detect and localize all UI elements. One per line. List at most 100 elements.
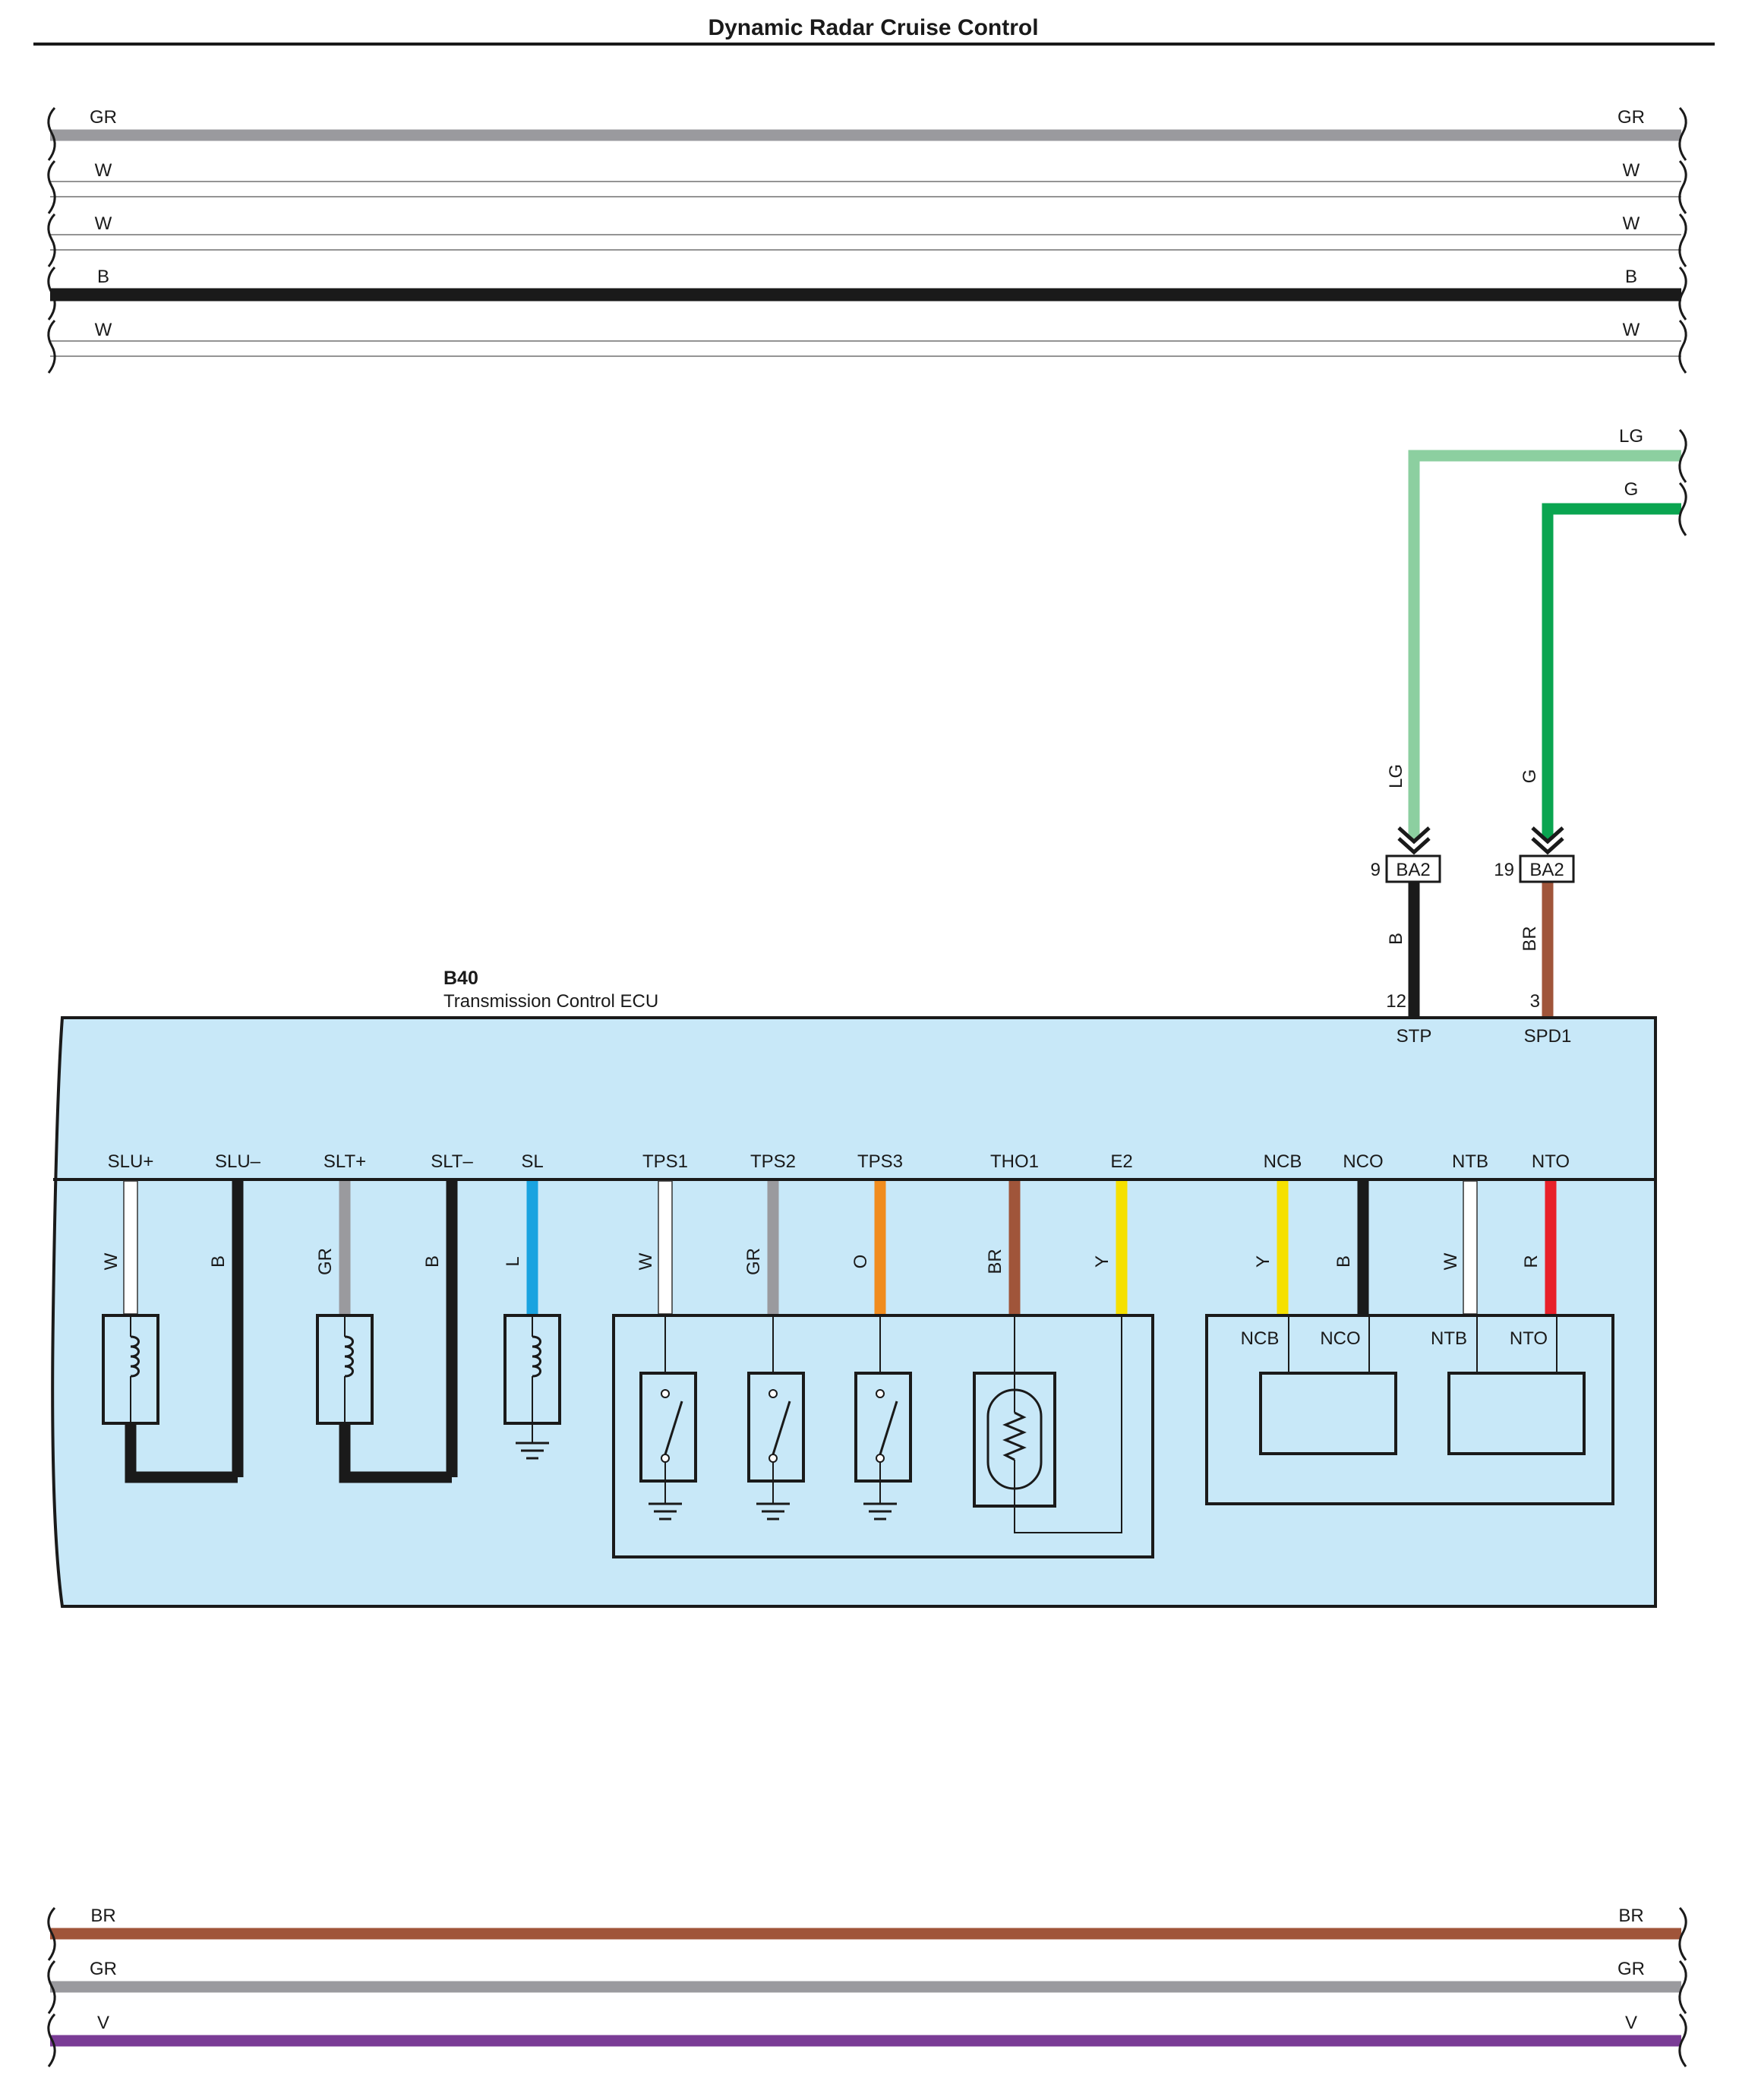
- top-wire-4-label-right: W: [1623, 320, 1640, 340]
- bottom-wire-2-label-left: V: [97, 2013, 109, 2033]
- thermistor-e2-return: [1014, 1315, 1122, 1533]
- solenoid-slu: [102, 1314, 238, 1483]
- solenoid-sl-ground-icon: [516, 1442, 549, 1460]
- wire-lg-label-vertical: LG: [1386, 764, 1406, 788]
- sensor-label-nto: NTO: [1510, 1328, 1548, 1349]
- top-break-left-2: [47, 213, 56, 267]
- wire-tho1-color: BR: [985, 1249, 1005, 1274]
- bottom-wire-2-label-right: V: [1625, 2013, 1637, 2033]
- solenoid-slt-return: [339, 1423, 452, 1483]
- top-wire-3-label-left: B: [97, 267, 109, 287]
- connector-ba2-9-pin: 9: [1371, 860, 1381, 880]
- switch-tps1: [639, 1315, 697, 1521]
- sensor-label-nco: NCO: [1320, 1328, 1360, 1349]
- wire-g-route: [1542, 503, 1681, 839]
- ecu-code: B40: [443, 968, 478, 989]
- connector-ba2-19-box: [1519, 854, 1575, 883]
- wire-tps1-color: W: [636, 1252, 656, 1270]
- wire-spd1-color-label: BR: [1520, 926, 1540, 951]
- bottom-wire-2: V V: [50, 2013, 1681, 2047]
- wire-g-label-right: G: [1624, 479, 1639, 500]
- terminal-tps2: TPS2: [750, 1151, 796, 1172]
- bottom-wire-1-label-right: GR: [1617, 1959, 1645, 1979]
- wire-tps1: [658, 1180, 673, 1315]
- connector-ba2-9-box: [1385, 854, 1441, 883]
- ecu-b40: B40 Transmission Control ECU STP SPD1: [51, 968, 1657, 1608]
- wire-lg-label-right: LG: [1619, 426, 1643, 447]
- resistor-icon: [1002, 1411, 1027, 1461]
- wire-sl-color: L: [503, 1256, 523, 1266]
- switch-tps2: [747, 1315, 805, 1521]
- top-wire-4: W W: [50, 320, 1681, 357]
- top-wire-3: B B: [50, 267, 1681, 302]
- top-wire-2-label-right: W: [1623, 213, 1640, 234]
- speed-sensor-group: NCB NCO NTB NTO: [1205, 1314, 1614, 1505]
- connector-ba2-19-arrow: [1531, 826, 1564, 855]
- bottom-wire-0-label-right: BR: [1618, 1906, 1643, 1926]
- top-break-marks-left: [47, 106, 56, 374]
- connector-ba2-9: BA2 9 B 12: [1371, 826, 1441, 1018]
- wire-lg-break-mark: [1678, 428, 1687, 483]
- solenoid-slt: [316, 1314, 452, 1483]
- bottom-break-left-1: [47, 1959, 56, 2014]
- top-break-left-0: [47, 106, 56, 161]
- throttle-sensor-group: [612, 1314, 1154, 1558]
- top-break-left-3: [47, 266, 56, 321]
- throttle-sensor-housing: [612, 1314, 1154, 1558]
- top-wire-2: W W: [50, 213, 1681, 251]
- top-wire-1-label-right: W: [1623, 160, 1640, 181]
- ecu-housing: [51, 1016, 1657, 1608]
- bottom-wire-0: BR BR: [50, 1906, 1681, 1940]
- terminal-nco: NCO: [1343, 1151, 1383, 1172]
- connector-ba2-19: BA2 19 BR 3: [1494, 826, 1575, 1018]
- sensor-label-ntb: NTB: [1431, 1328, 1467, 1349]
- terminal-slt-minus: SLT–: [431, 1151, 473, 1172]
- switch-tps1-body: [639, 1372, 697, 1483]
- wire-ncb-color: Y: [1253, 1255, 1273, 1268]
- wire-slt-plus-color: GR: [315, 1248, 336, 1275]
- speed-stop-wires: LG G LG G: [1386, 426, 1687, 839]
- bottom-wire-1: GR GR: [50, 1959, 1681, 1993]
- bottom-break-right-2: [1678, 2013, 1687, 2067]
- top-wire-bundle: GR GR W W W W B B W W: [47, 106, 1687, 374]
- top-wire-0-label-right: GR: [1617, 107, 1645, 128]
- wire-ntb-color: W: [1441, 1252, 1461, 1270]
- terminal-tho1: THO1: [990, 1151, 1039, 1172]
- top-break-right-3: [1678, 266, 1687, 321]
- ecu-name: Transmission Control ECU: [443, 991, 658, 1012]
- terminal-spd1: SPD1: [1524, 1026, 1572, 1047]
- wire-lg-route: [1408, 450, 1681, 839]
- switch-tps1-contact-icon: [664, 1401, 683, 1455]
- top-break-left-4: [47, 319, 56, 374]
- terminal-tps3: TPS3: [857, 1151, 903, 1172]
- wire-g-break-mark: [1678, 482, 1687, 536]
- wire-slu-minus-color: B: [208, 1255, 229, 1268]
- switch-tps3: [854, 1315, 912, 1521]
- connector-ba2-19-name: BA2: [1529, 860, 1564, 880]
- solenoid-slu-return: [125, 1423, 238, 1483]
- wire-slu-plus: [123, 1180, 138, 1315]
- switch-tps3-body: [854, 1372, 912, 1483]
- thermistor-tho1: [973, 1315, 1122, 1533]
- connector-ba2-9-name: BA2: [1396, 860, 1430, 880]
- top-wire-2-label-left: W: [95, 213, 112, 234]
- switch-tps3-ground-icon: [863, 1502, 897, 1521]
- solenoid-sl-coil-icon: [532, 1335, 541, 1378]
- connector-ba2-19-pin: 19: [1494, 860, 1514, 880]
- top-break-right-0: [1678, 106, 1687, 161]
- terminal-e2: E2: [1110, 1151, 1132, 1172]
- terminal-slt-plus: SLT+: [323, 1151, 366, 1172]
- top-wire-0-label-left: GR: [90, 107, 117, 128]
- ecu-wire-color-labels: W B GR B L W GR O BR Y Y B W R: [101, 1248, 1542, 1275]
- wire-tps3-color: O: [851, 1255, 871, 1269]
- wire-nco-color: B: [1333, 1255, 1354, 1268]
- top-wire-1-label-left: W: [95, 160, 112, 181]
- bottom-wire-1-label-left: GR: [90, 1959, 117, 1979]
- terminal-nto: NTO: [1532, 1151, 1570, 1172]
- terminal-slu-plus: SLU+: [108, 1151, 154, 1172]
- terminal-tps1: TPS1: [642, 1151, 688, 1172]
- switch-tps1-ground-icon: [649, 1502, 682, 1521]
- top-wire-1: W W: [50, 160, 1681, 197]
- bottom-break-marks-left: [47, 1906, 56, 2067]
- bottom-break-right-0: [1678, 1906, 1687, 1961]
